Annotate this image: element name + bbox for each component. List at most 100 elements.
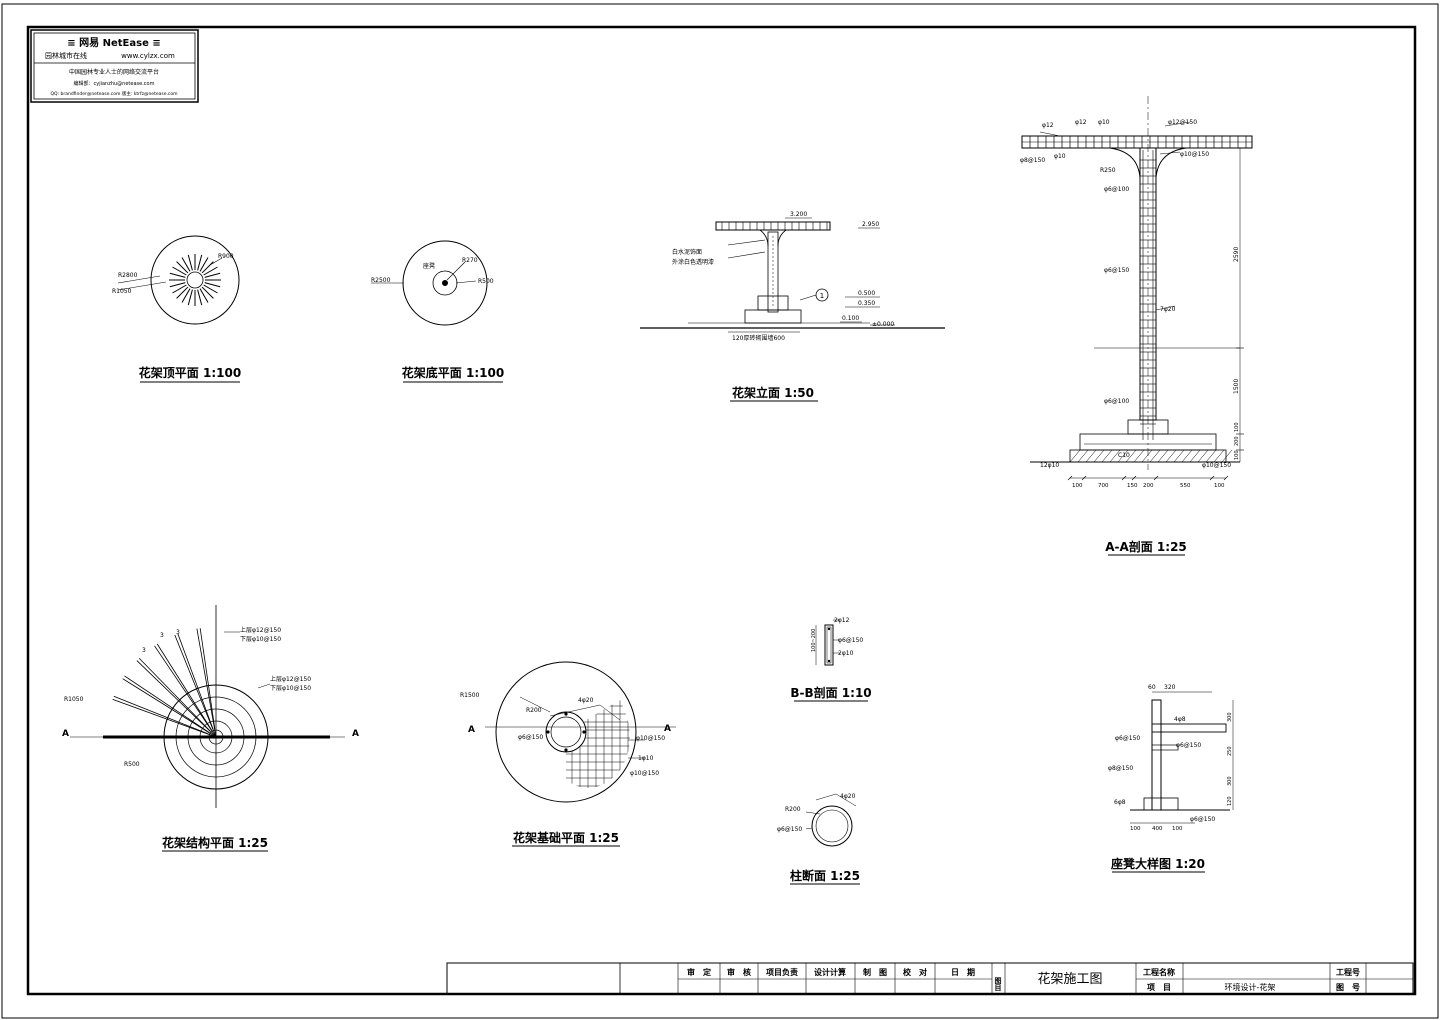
foundation-section-mark-left: A — [468, 725, 475, 735]
elevation-drawing: 1 3.200 2.950 白水泥饰面 外涂白色透明漆 0.500 0.350 … — [640, 211, 945, 402]
aa-label-phi10-150-footing: φ10@150 — [1202, 462, 1231, 469]
top-plan-label-r2800: R2800 — [118, 272, 138, 279]
structure-label-top-2: 上层φ12@150 — [270, 675, 311, 683]
aa-dim-1500: 1500 — [1233, 379, 1240, 394]
elevation-title: 花架立面 1:50 — [732, 385, 814, 400]
base-plan-label-r2500: R2500 — [371, 277, 391, 284]
bench-detail-drawing: 60 320 4φ8 φ6@150 φ6@150 φ8@150 6φ8 φ6@1… — [1108, 684, 1234, 873]
aa-dim-100-c: 100 — [1072, 483, 1083, 489]
aa-dim-100-d: 100 — [1214, 483, 1225, 489]
aa-label-c10: C10 — [1118, 452, 1130, 459]
base-plan-drawing: R2500 座凳 R270 R500 花架底平面 1:100 — [371, 240, 504, 383]
aa-dim-100-a: 100 — [1234, 422, 1240, 432]
aa-dim-200: 200 — [1234, 436, 1240, 446]
bench-dim-250: 250 — [1227, 746, 1233, 756]
column-label-r200: R200 — [785, 806, 801, 813]
structure-label-r500: R500 — [124, 761, 140, 768]
title-design-calc: 设计计算 — [814, 967, 846, 977]
structure-plan-title: 花架结构平面 1:25 — [162, 835, 268, 850]
aa-label-phi12-a: φ12 — [1042, 122, 1054, 129]
title-drawing-name: 花架施工图 — [1037, 971, 1102, 987]
structure-beam-mark-2: 3 — [160, 632, 164, 639]
aa-label-r250: R250 — [1100, 167, 1116, 174]
structure-beam-mark-3: 3 — [176, 629, 180, 636]
foundation-label-r200: R200 — [526, 707, 542, 714]
foundation-label-1phi10: 1φ10 — [638, 755, 654, 762]
logo-site-name: 园林城市在线 — [45, 51, 87, 60]
aa-label-phi10-b: φ10 — [1054, 153, 1066, 160]
title-check: 审 核 — [727, 967, 751, 977]
top-plan-label-r1050: R1050 — [112, 288, 132, 295]
column-section-title: 柱断面 1:25 — [790, 868, 860, 883]
structure-beam-mark-1: 3 — [142, 647, 146, 654]
aa-dim-200-b: 200 — [1143, 483, 1154, 489]
aa-label-phi10: φ10 — [1098, 119, 1110, 126]
aa-label-phi10-150: φ10@150 — [1180, 151, 1209, 158]
title-drawing-label: 图目 — [994, 976, 1002, 992]
aa-dim-700: 700 — [1098, 483, 1109, 489]
foundation-label-phi10-150-b: φ10@150 — [630, 770, 659, 777]
logo-slogan: 中国园林专业人士的网络交流平台 — [69, 68, 159, 76]
aa-dim-2590: 2590 — [1233, 247, 1240, 262]
structure-label-top-1: 上层φ12@150 — [240, 626, 281, 634]
bb-label-2phi12: 2φ12 — [834, 617, 850, 624]
structure-plan-drawing: 上层φ12@150 下层φ10@150 上层φ12@150 下层φ10@150 … — [62, 605, 359, 852]
aa-label-phi8-150: φ8@150 — [1020, 157, 1045, 164]
logo-brand: ≡ 网易 NetEase ≡ — [67, 37, 160, 49]
column-label-phi6-150: φ6@150 — [777, 826, 802, 833]
elevation-level-500: 0.500 — [858, 290, 875, 297]
elevation-note-wall: 120厚砖砌围墙600 — [732, 334, 785, 342]
title-project-name-label: 工程名称 — [1143, 967, 1175, 977]
column-label-4phi20: 4φ20 — [840, 793, 856, 800]
bench-dim-120: 120 — [1227, 796, 1233, 806]
base-plan-label-r270: R270 — [462, 257, 478, 264]
top-plan-drawing: R2800 R1050 R900 花架顶平面 1:100 — [112, 235, 241, 383]
section-bb-drawing: 2φ12 φ6@150 2φ10 100~200 B-B剖面 1:10 — [790, 617, 872, 702]
foundation-label-phi6-150: φ6@150 — [518, 734, 543, 741]
aa-dim-100-b: 100 — [1234, 450, 1240, 460]
aa-label-phi12-150: φ12@150 — [1168, 119, 1197, 126]
foundation-label-4phi20: 4φ20 — [578, 697, 594, 704]
elevation-note-finish: 白水泥饰面 — [672, 248, 702, 256]
title-item-value: 环境设计-花架 — [1225, 982, 1276, 992]
bench-label-phi6-150-b: φ6@150 — [1176, 742, 1201, 749]
aa-label-phi6-100-top: φ6@100 — [1104, 186, 1129, 193]
aa-label-7phi20: 7φ20 — [1160, 306, 1176, 313]
bench-label-6phi8: 6φ8 — [1114, 799, 1126, 806]
bench-detail-title: 座凳大样图 1:20 — [1110, 856, 1205, 871]
title-drawing-no-label: 图 号 — [1336, 983, 1360, 992]
bench-dim-60: 60 — [1148, 684, 1156, 691]
base-plan-title: 花架底平面 1:100 — [402, 365, 504, 380]
bench-label-phi8-150: φ8@150 — [1108, 765, 1133, 772]
elevation-callout-1: 1 — [820, 292, 824, 300]
section-aa-title: A-A剖面 1:25 — [1105, 539, 1187, 554]
foundation-label-r1500: R1500 — [460, 692, 480, 699]
title-block: 审 定 审 核 项目负责 设计计算 制 图 校 对 日 期 图目 花架施工图 工… — [446, 962, 1414, 995]
section-bb-title: B-B剖面 1:10 — [790, 685, 871, 700]
section-aa-drawing: φ12 φ12 φ10 φ12@150 φ8@150 φ10 φ10@150 R… — [1020, 96, 1253, 556]
structure-section-mark-left: A — [62, 729, 69, 739]
bench-dim-320: 320 — [1164, 684, 1176, 691]
bench-label-phi6-150-a: φ6@150 — [1115, 735, 1140, 742]
base-plan-label-r500: R500 — [478, 278, 494, 285]
bench-dim-300-a: 300 — [1227, 712, 1233, 722]
bb-label-phi6-150: φ6@150 — [838, 637, 863, 644]
elevation-level-0: ±0.000 — [872, 321, 894, 328]
logo-contact-1: 编辑部：cyjianzhu@netease.com — [74, 80, 155, 87]
sheet-outer-border — [1, 3, 1439, 1019]
foundation-plan-drawing: R1500 R200 4φ20 φ6@150 φ10@150 1φ10 φ10@… — [460, 661, 676, 847]
structure-label-bottom-1: 下层φ10@150 — [240, 636, 281, 643]
elevation-level-3200: 3.200 — [790, 211, 807, 218]
title-proofread: 校 对 — [903, 967, 927, 977]
elevation-level-2950: 2.950 — [862, 221, 879, 228]
bench-dim-100-a: 100 — [1130, 826, 1141, 832]
top-plan-title: 花架顶平面 1:100 — [139, 365, 241, 380]
bench-label-phi6-150-c: φ6@150 — [1190, 816, 1215, 823]
elevation-note-paint: 外涂白色透明漆 — [672, 258, 714, 266]
foundation-plan-title: 花架基础平面 1:25 — [513, 830, 619, 845]
logo-contact-2: QQ: brandfinder@netease.com 版主: ktrfz@ne… — [50, 90, 177, 97]
structure-label-bottom-2: 下层φ10@150 — [270, 685, 311, 692]
aa-dim-150: 150 — [1127, 483, 1138, 489]
aa-label-phi6-100-bottom: φ6@100 — [1104, 398, 1129, 405]
structure-section-mark-right: A — [352, 729, 359, 739]
